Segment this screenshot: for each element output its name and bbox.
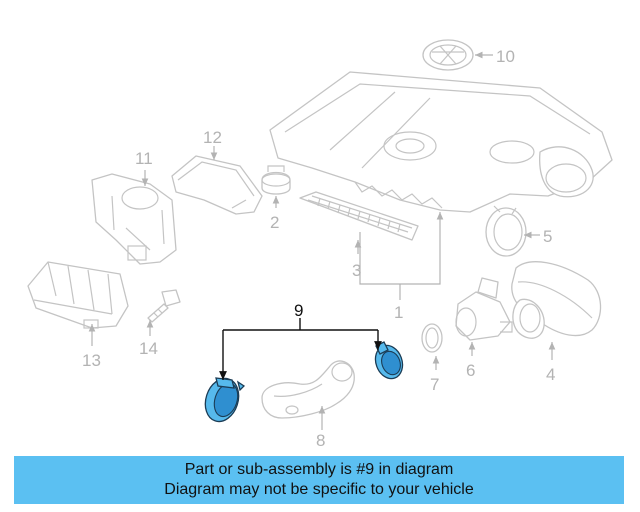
part-1-engine-cover[interactable]	[269, 71, 613, 213]
label-12: 12	[203, 128, 222, 147]
part-6-air-flow-sensor[interactable]	[455, 277, 513, 341]
label-1: 1	[394, 303, 403, 322]
label-7: 7	[430, 375, 439, 394]
label-8: 8	[316, 431, 325, 450]
part-4-intake-duct[interactable]	[511, 261, 602, 339]
part-8-hose[interactable]	[261, 360, 355, 419]
part-3-air-filter[interactable]	[299, 191, 419, 241]
label-4: 4	[546, 365, 555, 384]
part-9-hose-clamps[interactable]	[200, 341, 407, 426]
part-2-grommet[interactable]	[261, 165, 291, 195]
label-10: 10	[496, 47, 515, 66]
parts-diagram: 10 1 12 11 2	[27, 39, 613, 450]
label-9: 9	[294, 301, 303, 320]
part-5-seal-ring[interactable]	[485, 205, 527, 257]
hose-clamp-left[interactable]	[200, 374, 246, 426]
part-13-lower-duct[interactable]	[27, 261, 129, 329]
info-banner: Part or sub-assembly is #9 in diagram Di…	[14, 456, 624, 504]
label-14: 14	[139, 339, 158, 358]
label-13: 13	[82, 351, 101, 370]
label-11: 11	[135, 149, 153, 168]
part-14-screw[interactable]	[147, 289, 181, 323]
label-5: 5	[543, 227, 552, 246]
part-11-air-box-housing[interactable]	[91, 173, 177, 265]
banner-line-2: Diagram may not be specific to your vehi…	[164, 481, 474, 498]
part-7-o-ring[interactable]	[421, 323, 443, 353]
part-10-emblem[interactable]	[422, 39, 474, 71]
label-3: 3	[352, 261, 361, 280]
part-12-cover-panel[interactable]	[171, 155, 263, 215]
label-6: 6	[466, 361, 475, 380]
banner-line-1: Part or sub-assembly is #9 in diagram	[184, 461, 454, 478]
label-2: 2	[270, 213, 279, 232]
hose-clamp-right[interactable]	[371, 341, 407, 383]
